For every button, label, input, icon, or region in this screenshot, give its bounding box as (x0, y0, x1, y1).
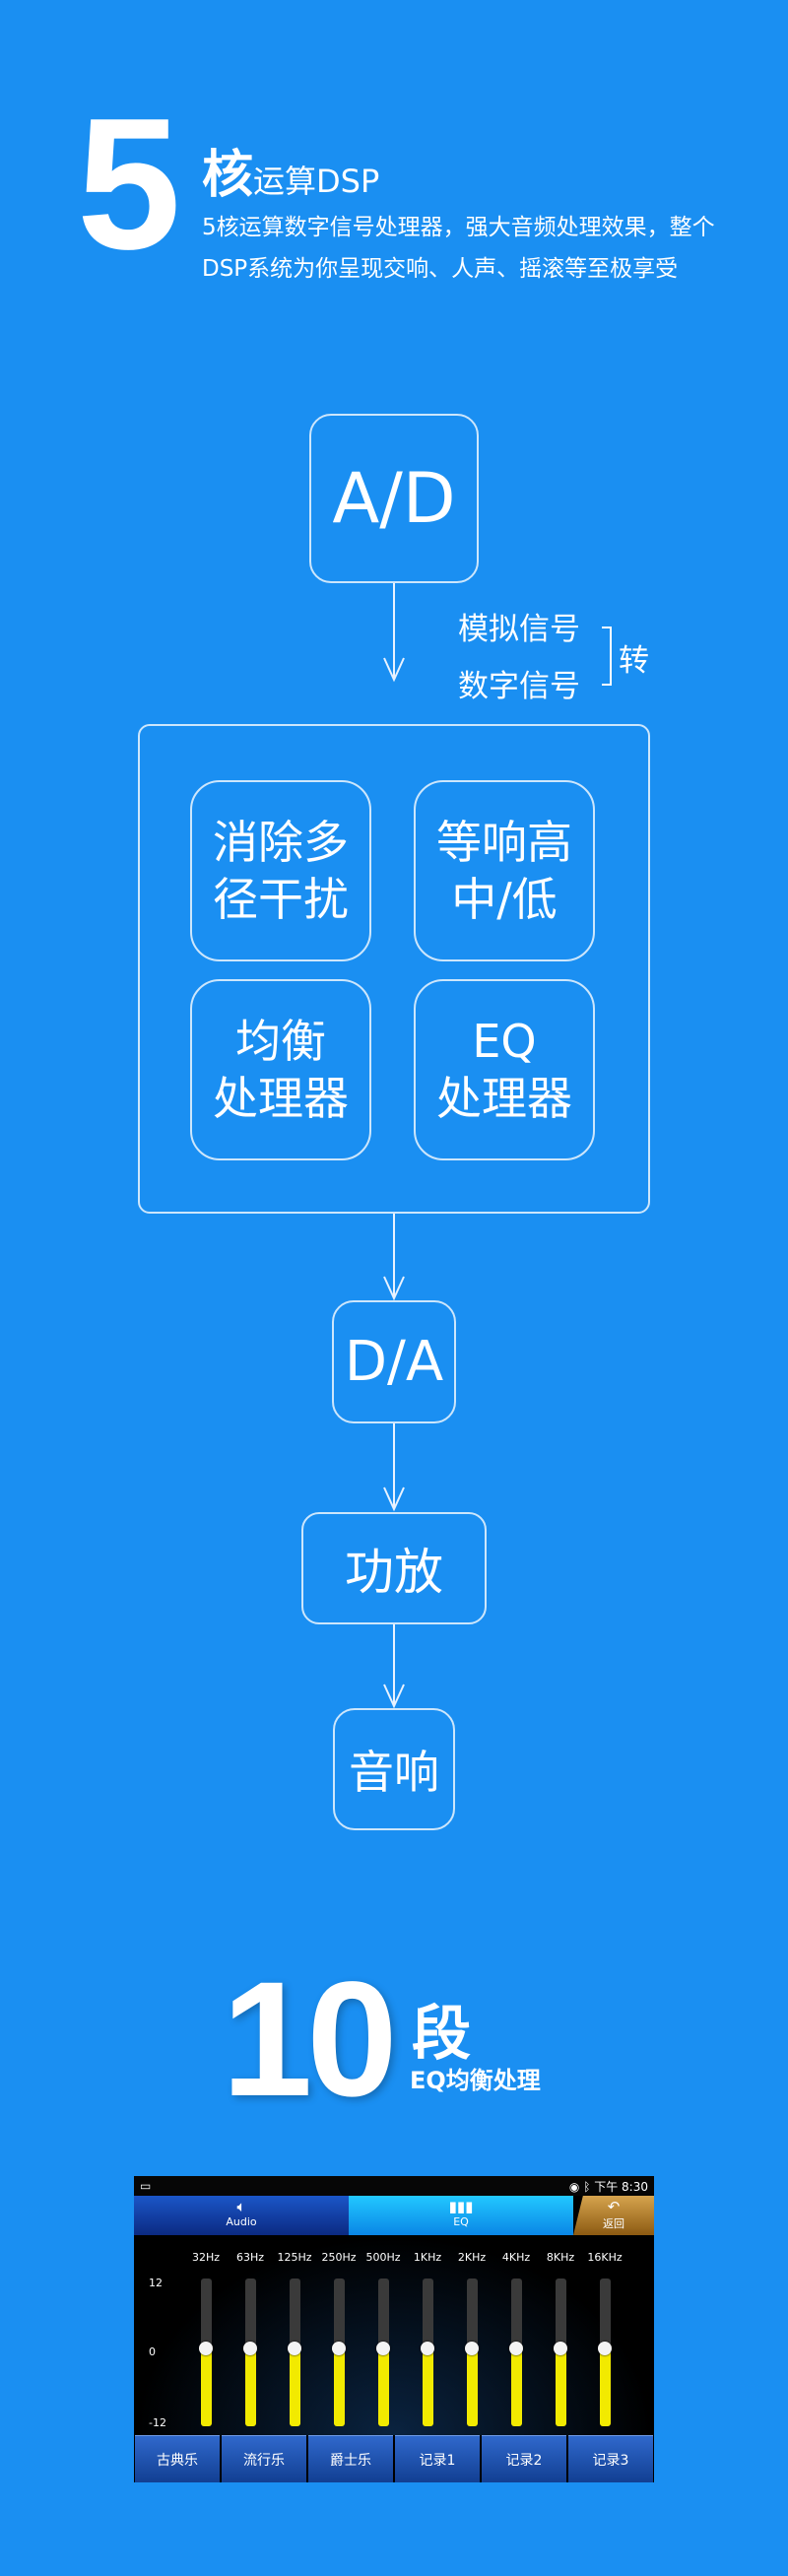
balance-processor-cell: 均衡处理器 (190, 979, 371, 1160)
band-slider-knob[interactable] (199, 2342, 213, 2355)
band-freq-label: 2KHz (457, 2251, 487, 2264)
loudness-cell: 等响高中/低 (414, 780, 595, 961)
band-slider-knob[interactable] (465, 2342, 479, 2355)
band-slider-knob[interactable] (332, 2342, 346, 2355)
convert-label: 转 (619, 643, 649, 679)
band-slider-fill (334, 2352, 345, 2426)
band-freq-label: 63Hz (235, 2251, 265, 2264)
band-freq-label: 125Hz (277, 2251, 312, 2264)
eq-section-subtitle: EQ均衡处理 (410, 2067, 541, 2094)
preset-button[interactable]: 爵士乐 (308, 2435, 393, 2482)
band-freq-label: 500Hz (365, 2251, 401, 2264)
section-description: 5核运算数字信号处理器，强大音频处理效果，整个DSP系统为你呈现交响、人声、摇滚… (202, 215, 715, 282)
arrowhead-1 (383, 657, 405, 683)
band-slider-fill (378, 2352, 389, 2426)
band-slider-knob[interactable] (376, 2342, 390, 2355)
eq-screen: ▭ ◉ ᛒ 下午 8:30 🔈︎ Audio ▮▮▮ EQ ↶ 返回 12 0 … (134, 2176, 654, 2482)
eq-slider-area: 12 0 -12 32Hz 63Hz 125Hz 250Hz 500Hz 1KHz 2KHz… (134, 2235, 654, 2435)
band-slider-fill (201, 2352, 212, 2426)
band-freq-label: 250Hz (321, 2251, 357, 2264)
band-slider-knob[interactable] (421, 2342, 434, 2355)
da-converter-box: D/A (332, 1300, 456, 1423)
dsp-processing-frame (138, 724, 650, 1214)
sd-card-icon: ▭ (140, 2179, 152, 2193)
band-freq-label: 8KHz (546, 2251, 575, 2264)
title-rest: 运算DSP (253, 163, 380, 200)
arrowhead-4 (383, 1684, 405, 1709)
band-freq-label: 1KHz (413, 2251, 442, 2264)
preset-button[interactable]: 记录2 (482, 2435, 566, 2482)
band-slider-knob[interactable] (288, 2342, 301, 2355)
scale-top-label: 12 (149, 2277, 163, 2289)
band-slider-fill (423, 2352, 433, 2426)
location-icon: ◉ (568, 2180, 580, 2194)
signal-labels: 模拟信号 数字信号 (458, 601, 580, 715)
preset-button[interactable]: 记录3 (568, 2435, 653, 2482)
band-slider-fill (245, 2352, 256, 2426)
band-slider-fill (290, 2352, 300, 2426)
preset-button[interactable]: 记录1 (395, 2435, 480, 2482)
band-slider-knob[interactable] (554, 2342, 567, 2355)
back-button[interactable]: ↶ 返回 (573, 2196, 654, 2235)
band-slider-knob[interactable] (509, 2342, 523, 2355)
band-slider-fill (511, 2352, 522, 2426)
amplifier-box: 功放 (301, 1512, 487, 1624)
tab-audio[interactable]: 🔈︎ Audio (134, 2196, 349, 2235)
status-time: 下午 8:30 (594, 2180, 648, 2194)
tab-eq[interactable]: ▮▮▮ EQ (349, 2196, 573, 2235)
preset-button[interactable]: 古典乐 (135, 2435, 220, 2482)
big-number-5: 5 (77, 80, 181, 289)
scale-mid-label: 0 (149, 2345, 156, 2358)
arrowhead-3 (383, 1486, 405, 1512)
title-main: 核 (202, 146, 254, 205)
band-freq-label: 16KHz (587, 2251, 623, 2264)
band-slider-knob[interactable] (598, 2342, 612, 2355)
section-title: 核运算DSP (202, 133, 379, 207)
tab-bar: 🔈︎ Audio ▮▮▮ EQ ↶ 返回 (134, 2196, 654, 2235)
equalizer-icon: ▮▮▮ (448, 2198, 474, 2215)
preset-button[interactable]: 流行乐 (222, 2435, 306, 2482)
band-slider-fill (600, 2352, 611, 2426)
status-bar: ▭ ◉ ᛒ 下午 8:30 (134, 2176, 654, 2196)
eq-section-title: 段 (412, 2000, 471, 2069)
ad-converter-box: A/D (309, 414, 479, 583)
band-slider-knob[interactable] (243, 2342, 257, 2355)
bluetooth-icon: ᛒ (583, 2180, 591, 2194)
multipath-interference-cell: 消除多径干扰 (190, 780, 371, 961)
scale-bottom-label: -12 (149, 2416, 166, 2429)
digital-signal-label: 数字信号 (458, 669, 580, 704)
arrowhead-2 (383, 1276, 405, 1301)
band-slider-fill (556, 2352, 566, 2426)
back-icon: ↶ (607, 2198, 621, 2215)
band-freq-label: 4KHz (501, 2251, 531, 2264)
band-freq-label: 32Hz (191, 2251, 221, 2264)
bracket-line (602, 627, 612, 686)
speaker-icon: 🔈︎ (236, 2198, 246, 2215)
big-number-10: 10 (222, 1949, 398, 2131)
speaker-box: 音响 (333, 1708, 455, 1830)
band-slider-fill (467, 2352, 478, 2426)
analog-signal-label: 模拟信号 (458, 612, 580, 647)
